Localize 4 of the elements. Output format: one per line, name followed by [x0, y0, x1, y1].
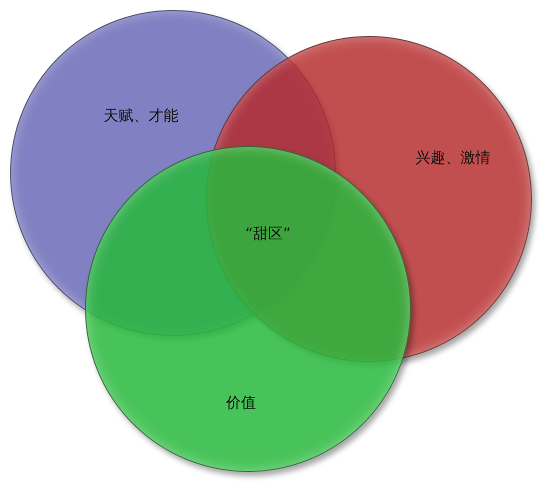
- overlap-label: “甜区”: [245, 224, 291, 244]
- circle-label: 天赋、才能: [104, 106, 178, 126]
- circle-label: 兴趣、激情: [416, 148, 490, 168]
- circle-label: 价值: [226, 394, 256, 412]
